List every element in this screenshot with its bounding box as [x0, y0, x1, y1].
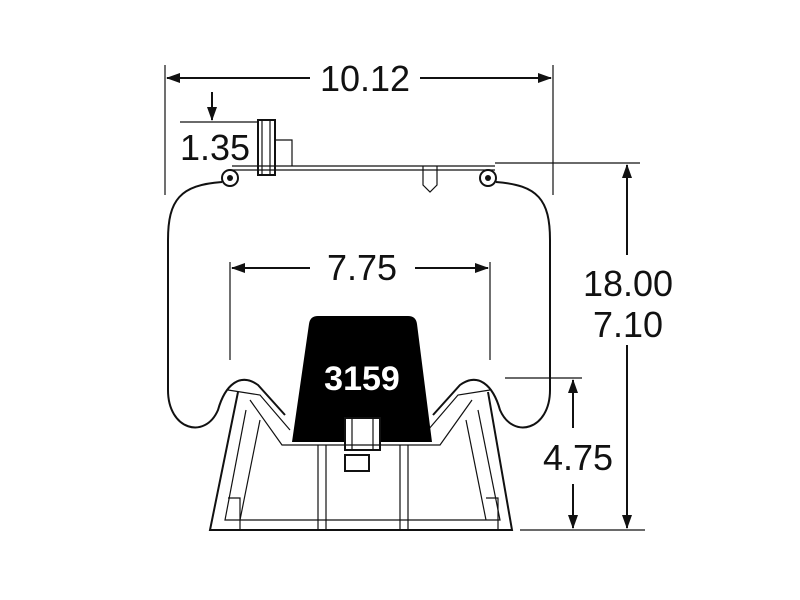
piston-height-dimension: 4.75 — [505, 377, 613, 529]
piston-height-label: 4.75 — [543, 437, 613, 478]
top-bead-plate — [221, 119, 640, 193]
offset-label: 1.35 — [180, 127, 250, 168]
overall-width-label: 10.12 — [320, 58, 410, 99]
min-height-label: 7.10 — [593, 304, 663, 345]
piston: 3159 — [292, 316, 432, 472]
overall-width-dimension: 10.12 — [164, 58, 554, 195]
part-number-label: 3159 — [324, 360, 400, 398]
rubber-bellows — [167, 181, 551, 431]
piston-width-dimension: 7.75 — [229, 247, 491, 360]
pedestal-base — [208, 391, 514, 531]
height-dimension: 18.00 7.10 — [520, 164, 673, 531]
piston-width-label: 7.75 — [327, 247, 397, 288]
max-height-label: 18.00 — [583, 263, 673, 304]
offset-dimension: 1.35 — [180, 92, 258, 168]
